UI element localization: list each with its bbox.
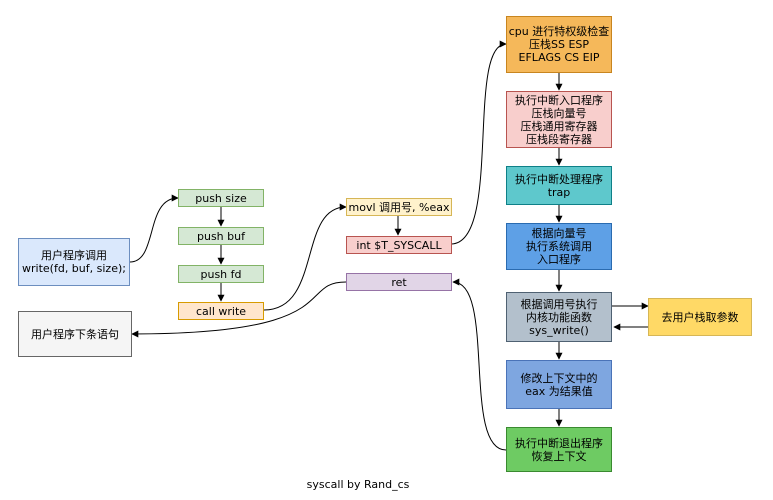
node-vector-lookup: 根据向量号 执行系统调用 入口程序	[506, 223, 612, 270]
node-push-buf: push buf	[178, 227, 264, 245]
node-sys-write: 根据调用号执行 内核功能函数 sys_write()	[506, 292, 612, 342]
arrow-ret-to-user-next	[131, 281, 347, 338]
node-push-size: push size	[178, 189, 264, 207]
node-user-stack: 去用户栈取参数	[648, 298, 752, 336]
node-modify-ctx: 修改上下文中的 eax 为结果值	[506, 360, 612, 409]
diagram-caption: syscall by Rand_cs	[306, 478, 410, 491]
node-movl: movl 调用号, %eax	[346, 198, 452, 216]
node-call-write: call write	[178, 302, 264, 320]
node-push-fd: push fd	[178, 265, 264, 283]
node-user-next: 用户程序下条语句	[18, 311, 132, 357]
arrow-call-to-push-size	[129, 194, 179, 263]
arrow-int-to-cpu	[450, 40, 507, 245]
node-int-syscall: int $T_SYSCALL	[346, 236, 452, 254]
node-int-exit: 执行中断退出程序 恢复上下文	[506, 427, 612, 472]
node-user-call: 用户程序调用 write(fd, buf, size);	[18, 238, 130, 286]
node-cpu-check: cpu 进行特权级检查 压栈SS ESP EFLAGS CS EIP	[506, 16, 612, 73]
node-trap: 执行中断处理程序 trap	[506, 166, 612, 205]
node-int-entry: 执行中断入口程序 压栈向量号 压栈通用寄存器 压栈段寄存器	[506, 91, 612, 148]
arrow-call-write-to-movl	[263, 203, 347, 311]
node-ret: ret	[346, 273, 452, 291]
arrow-exit-to-ret	[452, 278, 507, 451]
